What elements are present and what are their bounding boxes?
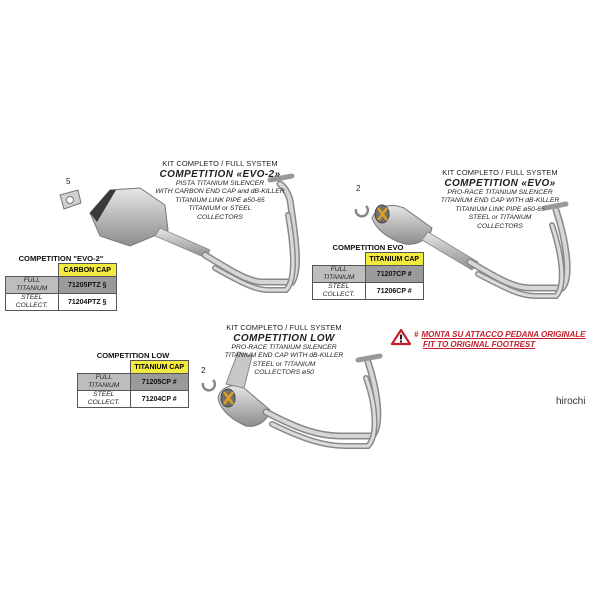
low-desc-line: PRO-RACE TITANIUM SILENCER xyxy=(231,343,337,351)
note-line-it: #MONTA SU ATTACCO PEDANA ORIGINALE xyxy=(414,330,600,340)
row-label: STEEL COLLECT. xyxy=(5,293,59,311)
evo-code-table-block: COMPETITION EVO TITANIUM CAP FULL TITANI… xyxy=(312,243,424,300)
evo-model-title: COMPETITION «EVO» xyxy=(444,177,556,189)
evo-table-title: COMPETITION EVO xyxy=(332,243,404,252)
evo2-table-title: COMPETITION "EVO-2" xyxy=(18,254,104,263)
evo2-exhaust-drawing xyxy=(59,173,300,293)
row-label: FULL TITANIUM xyxy=(77,373,131,391)
footrest-note: #MONTA SU ATTACCO PEDANA ORIGINALE FIT T… xyxy=(414,330,600,350)
watermark-text: hirochi xyxy=(556,396,586,407)
cap-type-header: CARBON CAP xyxy=(57,263,117,277)
evo2-desc-line: PISTA TITANIUM SILENCER xyxy=(175,179,265,187)
low-kit-label: KIT COMPLETO / FULL SYSTEM xyxy=(226,323,342,332)
evo2-caption: KIT COMPLETO / FULL SYSTEM COMPETITION «… xyxy=(150,159,290,222)
table-row: FULL TITANIUM 71207CP # xyxy=(312,265,424,283)
table-row: STEEL COLLECT. 71204CP # xyxy=(77,390,189,408)
evo-part-number: 2 xyxy=(356,184,361,193)
table-row: FULL TITANIUM 71205PTZ § xyxy=(5,276,117,294)
product-code: 71205CP # xyxy=(129,373,189,391)
clamp-icon xyxy=(201,379,217,392)
evo-code-table: TITANIUM CAP FULL TITANIUM 71207CP # STE… xyxy=(312,252,424,300)
row-label: STEEL COLLECT. xyxy=(77,390,131,408)
warning-icon xyxy=(390,328,412,346)
row-label: STEEL COLLECT. xyxy=(312,282,366,300)
note-symbol: # xyxy=(414,330,419,339)
note-line-en: FIT TO ORIGINAL FOOTREST xyxy=(423,340,536,349)
evo-exhaust-drawing xyxy=(354,201,571,299)
low-desc-line: COLLECTORS ø50 xyxy=(254,369,314,376)
evo2-code-table: CARBON CAP FULL TITANIUM 71205PTZ § STEE… xyxy=(5,263,117,311)
low-exhaust-drawing xyxy=(201,351,383,449)
table-header-row: TITANIUM CAP xyxy=(78,360,189,374)
evo-desc-line: TITANIUM END CAP WITH dB-KILLER xyxy=(440,197,560,204)
low-part-number: 2 xyxy=(201,366,206,375)
product-code: 71206CP # xyxy=(364,282,424,300)
low-table-title: COMPETITION LOW xyxy=(96,351,170,360)
product-code: 71204PTZ § xyxy=(57,293,117,311)
table-row: STEEL COLLECT. 71204PTZ § xyxy=(5,293,117,311)
evo2-desc-line: TITANIUM or STEEL xyxy=(188,205,252,212)
product-code: 71205PTZ § xyxy=(57,276,117,294)
cap-type-header: TITANIUM CAP xyxy=(129,360,189,374)
evo2-code-table-block: COMPETITION "EVO-2" CARBON CAP FULL TITA… xyxy=(5,254,117,311)
note-text-it: MONTA SU ATTACCO PEDANA ORIGINALE xyxy=(421,330,586,339)
product-code: 71204CP # xyxy=(129,390,189,408)
evo-caption: KIT COMPLETO / FULL SYSTEM COMPETITION «… xyxy=(430,168,570,231)
evo-desc-line: STEEL or TITANIUM xyxy=(468,214,532,221)
table-header-row: TITANIUM CAP xyxy=(313,252,424,266)
evo-kit-label: KIT COMPLETO / FULL SYSTEM xyxy=(442,168,558,177)
evo2-kit-label: KIT COMPLETO / FULL SYSTEM xyxy=(162,159,278,168)
row-label: FULL TITANIUM xyxy=(5,276,59,294)
low-model-title: COMPETITION LOW xyxy=(233,332,335,344)
product-code: 71207CP # xyxy=(364,265,424,283)
low-caption: KIT COMPLETO / FULL SYSTEM COMPETITION L… xyxy=(218,323,350,378)
row-label: FULL TITANIUM xyxy=(312,265,366,283)
low-code-table: TITANIUM CAP FULL TITANIUM 71205CP # STE… xyxy=(77,360,189,408)
clamp-icon xyxy=(354,205,370,218)
evo-desc-line: TITANIUM LINK PIPE ø50-65 xyxy=(455,205,545,213)
evo2-desc-line: COLLECTORS xyxy=(197,213,243,221)
evo2-model-title: COMPETITION «EVO-2» xyxy=(159,168,281,180)
cap-type-header: TITANIUM CAP xyxy=(364,252,424,266)
evo2-part-number: 5 xyxy=(66,177,71,186)
gasket-icon xyxy=(59,189,82,210)
evo-desc-line: COLLECTORS xyxy=(477,222,523,230)
low-code-table-block: COMPETITION LOW TITANIUM CAP FULL TITANI… xyxy=(77,351,189,408)
table-row: FULL TITANIUM 71205CP # xyxy=(77,373,189,391)
low-desc-line: STEEL or TITANIUM xyxy=(252,360,316,368)
evo2-desc-line: WITH CARBON END CAP and dB-KILLER xyxy=(155,188,285,195)
table-header-row: CARBON CAP xyxy=(6,263,117,277)
table-row: STEEL COLLECT. 71206CP # xyxy=(312,282,424,300)
evo2-desc-line: TITANIUM LINK PIPE ø50-65 xyxy=(175,196,265,204)
low-desc-line: TITANIUM END CAP WITH dB-KILLER xyxy=(224,352,344,359)
evo-desc-line: PRO-RACE TITANIUM SILENCER xyxy=(447,188,553,196)
